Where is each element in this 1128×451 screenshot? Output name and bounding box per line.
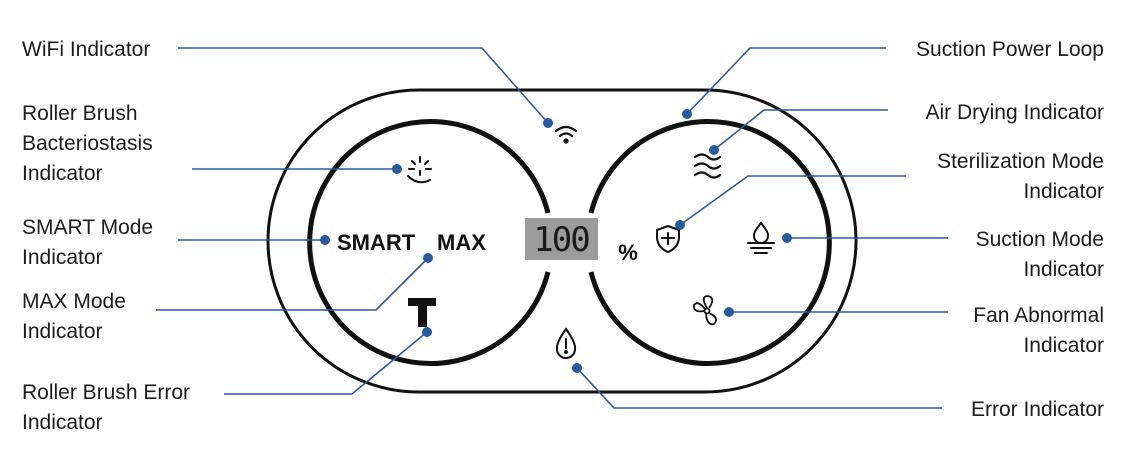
smart-label: SMART — [337, 230, 416, 255]
label-max-2: Indicator — [22, 320, 103, 343]
digital-display — [525, 218, 598, 260]
percent-sign: % — [618, 240, 638, 265]
suction-mode-icon — [747, 221, 775, 254]
label-roller-bacterio-3: Indicator — [22, 162, 103, 185]
label-suction-loop: Suction Power Loop — [916, 38, 1104, 61]
label-error: Error Indicator — [971, 398, 1104, 421]
error-drop-icon — [555, 327, 577, 359]
label-roller-bacterio-2: Bacteriostasis — [22, 132, 153, 155]
label-sterilization-1: Sterilization Mode — [937, 150, 1104, 173]
label-roller-error-2: Indicator — [22, 411, 103, 434]
label-suction-mode-2: Indicator — [1023, 258, 1104, 281]
label-air-drying: Air Drying Indicator — [925, 101, 1104, 124]
leader-lines — [156, 47, 948, 409]
roller-bacteriostasis-icon — [407, 156, 432, 184]
roller-brush-error-icon — [408, 298, 436, 327]
label-roller-error-1: Roller Brush Error — [22, 381, 190, 404]
air-drying-icon — [693, 153, 722, 179]
label-fan-1: Fan Abnormal — [973, 304, 1104, 327]
label-wifi: WiFi Indicator — [22, 38, 150, 61]
label-sterilization-2: Indicator — [1023, 180, 1104, 203]
left-ring — [307, 119, 551, 366]
sterilization-shield-icon — [656, 225, 680, 253]
label-max-1: MAX Mode — [22, 290, 126, 313]
wifi-icon — [554, 125, 578, 144]
label-smart-2: Indicator — [22, 246, 103, 269]
label-smart-1: SMART Mode — [22, 216, 153, 239]
label-fan-2: Indicator — [1023, 334, 1104, 357]
label-roller-bacterio-1: Roller Brush — [22, 102, 138, 125]
max-label: MAX — [437, 230, 486, 255]
fan-icon — [693, 295, 718, 326]
label-suction-mode-1: Suction Mode — [976, 228, 1104, 251]
display-value: 100 — [533, 220, 589, 260]
panel-outline — [266, 88, 858, 394]
suction-power-loop — [588, 119, 832, 366]
